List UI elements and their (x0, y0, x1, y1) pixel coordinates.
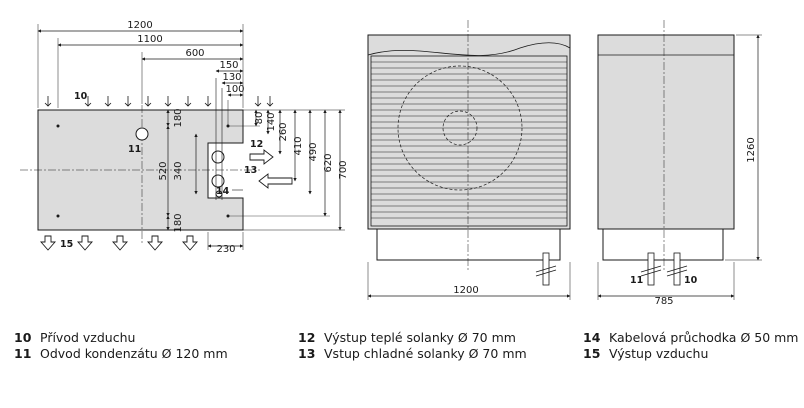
dim-260: 260 (278, 122, 289, 141)
dim-80: 80 (254, 112, 265, 125)
side-view: 11 10 785 1260 (597, 20, 762, 307)
condensate-drain (135, 127, 149, 141)
dim-180-bottom: 180 (173, 213, 184, 232)
dim-490: 490 (308, 142, 319, 161)
warm-brine-arrow (249, 149, 274, 165)
cold-brine-inlet (211, 174, 225, 188)
dim-520: 520 (158, 161, 169, 180)
front-view: 1200 (367, 20, 571, 300)
dim-410: 410 (293, 136, 304, 155)
dim-340: 340 (173, 161, 184, 180)
dim-side-1260: 1260 (746, 137, 757, 162)
callout-side-11: 11 (630, 275, 643, 286)
callout-11: 11 (128, 144, 141, 155)
callout-13: 13 (244, 165, 257, 176)
dim-front-1200: 1200 (453, 285, 478, 296)
callout-15: 15 (60, 239, 73, 250)
callout-14: 14 (216, 186, 230, 197)
callout-12: 12 (250, 139, 263, 150)
top-view: 1200 1100 600 150 130 100 80 140 260 410… (20, 20, 349, 255)
dim-side-785: 785 (654, 296, 673, 307)
cold-brine-arrow (258, 173, 293, 189)
callout-10: 10 (74, 91, 88, 102)
fan-hub (442, 110, 478, 146)
dim-130: 130 (222, 72, 241, 83)
dim-230: 230 (216, 244, 235, 255)
fan-outline (397, 65, 523, 191)
air-inlet-arrows (44, 96, 274, 107)
air-outlet-arrows (40, 235, 198, 251)
dim-600: 600 (185, 48, 204, 59)
dim-620: 620 (323, 153, 334, 172)
callout-side-10: 10 (684, 275, 698, 286)
top-view-body (37, 109, 244, 231)
dim-1200-top: 1200 (127, 20, 152, 31)
dim-180-top: 180 (173, 108, 184, 127)
dim-150: 150 (219, 60, 238, 71)
warm-brine-outlet (211, 150, 225, 164)
dim-100: 100 (225, 84, 244, 95)
dim-700: 700 (338, 160, 349, 179)
dim-1100: 1100 (137, 34, 162, 45)
dim-140: 140 (266, 112, 277, 131)
